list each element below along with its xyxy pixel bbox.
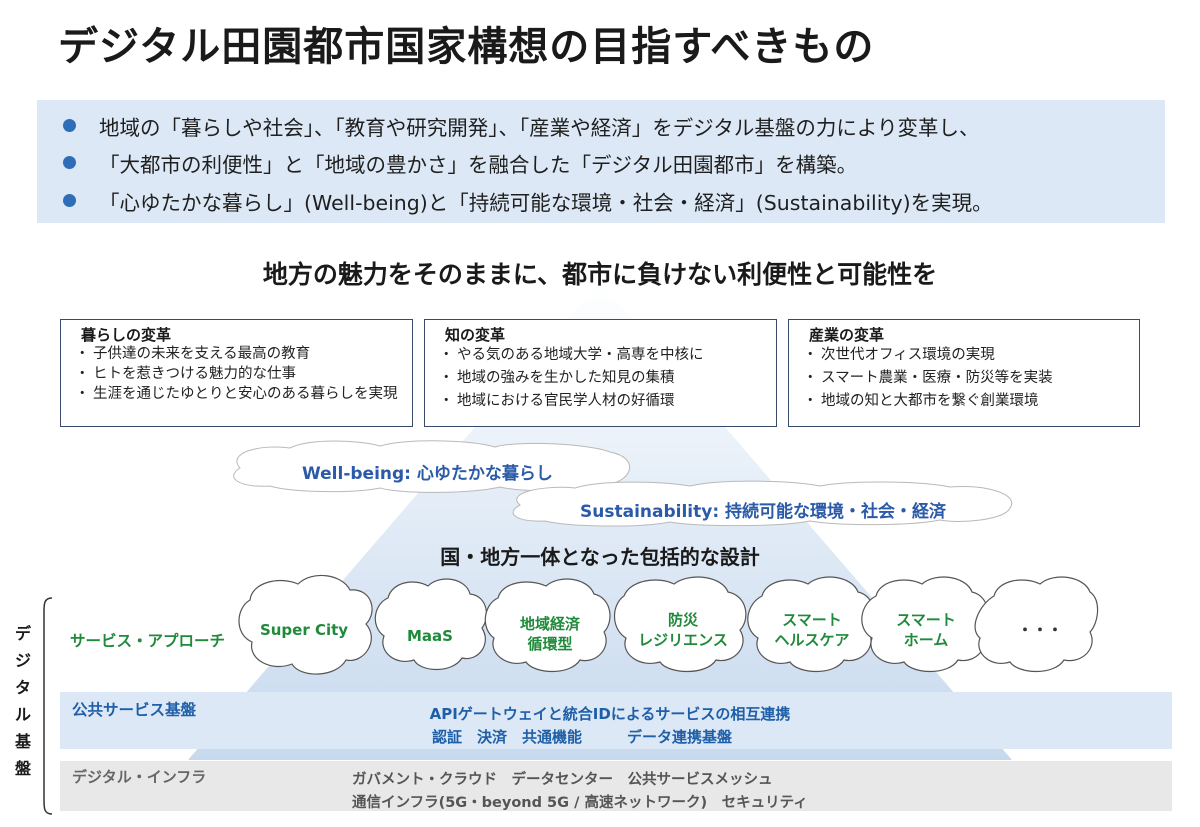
bullet-dot-icon	[63, 194, 76, 207]
cloud-more	[974, 576, 1099, 672]
summary-panel: 地域の「暮らしや社会」、「教育や研究開発」、「産業や経済」をデジタル基盤の力によ…	[37, 100, 1165, 223]
reform-item: 次世代オフィス環境の実現	[803, 344, 1053, 367]
cloud-healthcare	[747, 576, 875, 672]
service-regional-economy: 地域経済 循環型	[519, 615, 580, 653]
public-service-band	[60, 692, 1172, 749]
digital-infra-label: デジタル・インフラ	[72, 768, 207, 786]
reform-item: 地域における官民学人材の好循環	[439, 390, 704, 413]
side-bracket	[43, 597, 53, 815]
sustainability-label: Sustainability: 持続可能な環境・社会・経済	[580, 502, 947, 522]
reform-box-industry: 産業の変革 次世代オフィス環境の実現 スマート農業・医療・防災等を実装 地域の知…	[788, 319, 1140, 427]
public-service-line2: 認証 決済 共通機能 データ連携基盤	[432, 728, 733, 746]
reform-item: 子供達の未来を支える最高の教育	[75, 344, 403, 364]
digital-infra-line2: 通信インフラ(5G・beyond 5G / 高速ネットワーク) セキュリティ	[352, 795, 808, 811]
reform-title: 暮らしの変革	[81, 326, 172, 344]
reform-title: 産業の変革	[809, 326, 885, 344]
service-approach-label: サービス・アプローチ	[70, 632, 226, 650]
cloud-maas	[374, 578, 488, 670]
reform-item: 地域の知と大都市を繋ぐ創業環境	[803, 390, 1053, 413]
service-maas: MaaS	[407, 627, 453, 645]
sustainability-cloud	[512, 480, 1013, 527]
service-clouds	[238, 574, 1099, 675]
service-disaster-resilience: 防災 レジリエンス	[638, 611, 728, 649]
bullet-dot-icon	[63, 119, 76, 132]
cloud-disaster	[613, 576, 747, 672]
reform-box-living: 暮らしの変革 子供達の未来を支える最高の教育 ヒトを惹きつける魅力的な仕事 生涯…	[60, 319, 413, 427]
cloud-supercity	[238, 574, 373, 675]
cloud-regional	[484, 578, 611, 672]
reform-item: ヒトを惹きつける魅力的な仕事	[75, 364, 403, 384]
service-supercity: Super City	[259, 621, 349, 639]
service-smart-healthcare: スマート ヘルスケア	[774, 611, 850, 649]
reform-title: 知の変革	[445, 326, 506, 344]
reform-item: スマート農業・医療・防災等を実装	[803, 367, 1053, 390]
reform-item: 地域の強みを生かした知見の集積	[439, 367, 704, 390]
digital-infra-line1: ガバメント・クラウド データセンター 公共サービスメッシュ	[352, 772, 773, 788]
design-heading: 国・地方一体となった包括的な設計	[440, 545, 760, 569]
service-more: ・・・	[1017, 621, 1063, 639]
wellbeing-cloud	[233, 440, 631, 493]
reform-item: 生涯を通じたゆとりと安心のある暮らしを実現	[75, 384, 403, 404]
digital-foundation-side-label: デジタル基盤	[14, 624, 31, 778]
bullet-dot-icon	[63, 156, 76, 169]
page-title: デジタル田園都市国家構想の目指すべきもの	[58, 24, 875, 70]
reform-box-knowledge: 知の変革 やる気のある地域大学・高専を中核に 地域の強みを生かした知見の集積 地…	[424, 319, 777, 427]
digital-infra-band	[60, 761, 1172, 811]
wellbeing-label: Well-being: 心ゆたかな暮らし	[302, 464, 553, 484]
reform-item: やる気のある地域大学・高専を中核に	[439, 344, 703, 367]
public-service-line1: APIゲートウェイと統合IDによるサービスの相互連携	[429, 705, 791, 723]
public-service-label: 公共サービス基盤	[72, 701, 197, 719]
service-smart-home: スマート ホーム	[896, 611, 956, 649]
slogan: 地方の魅力をそのままに、都市に負けない利便性と可能性を	[262, 260, 938, 289]
